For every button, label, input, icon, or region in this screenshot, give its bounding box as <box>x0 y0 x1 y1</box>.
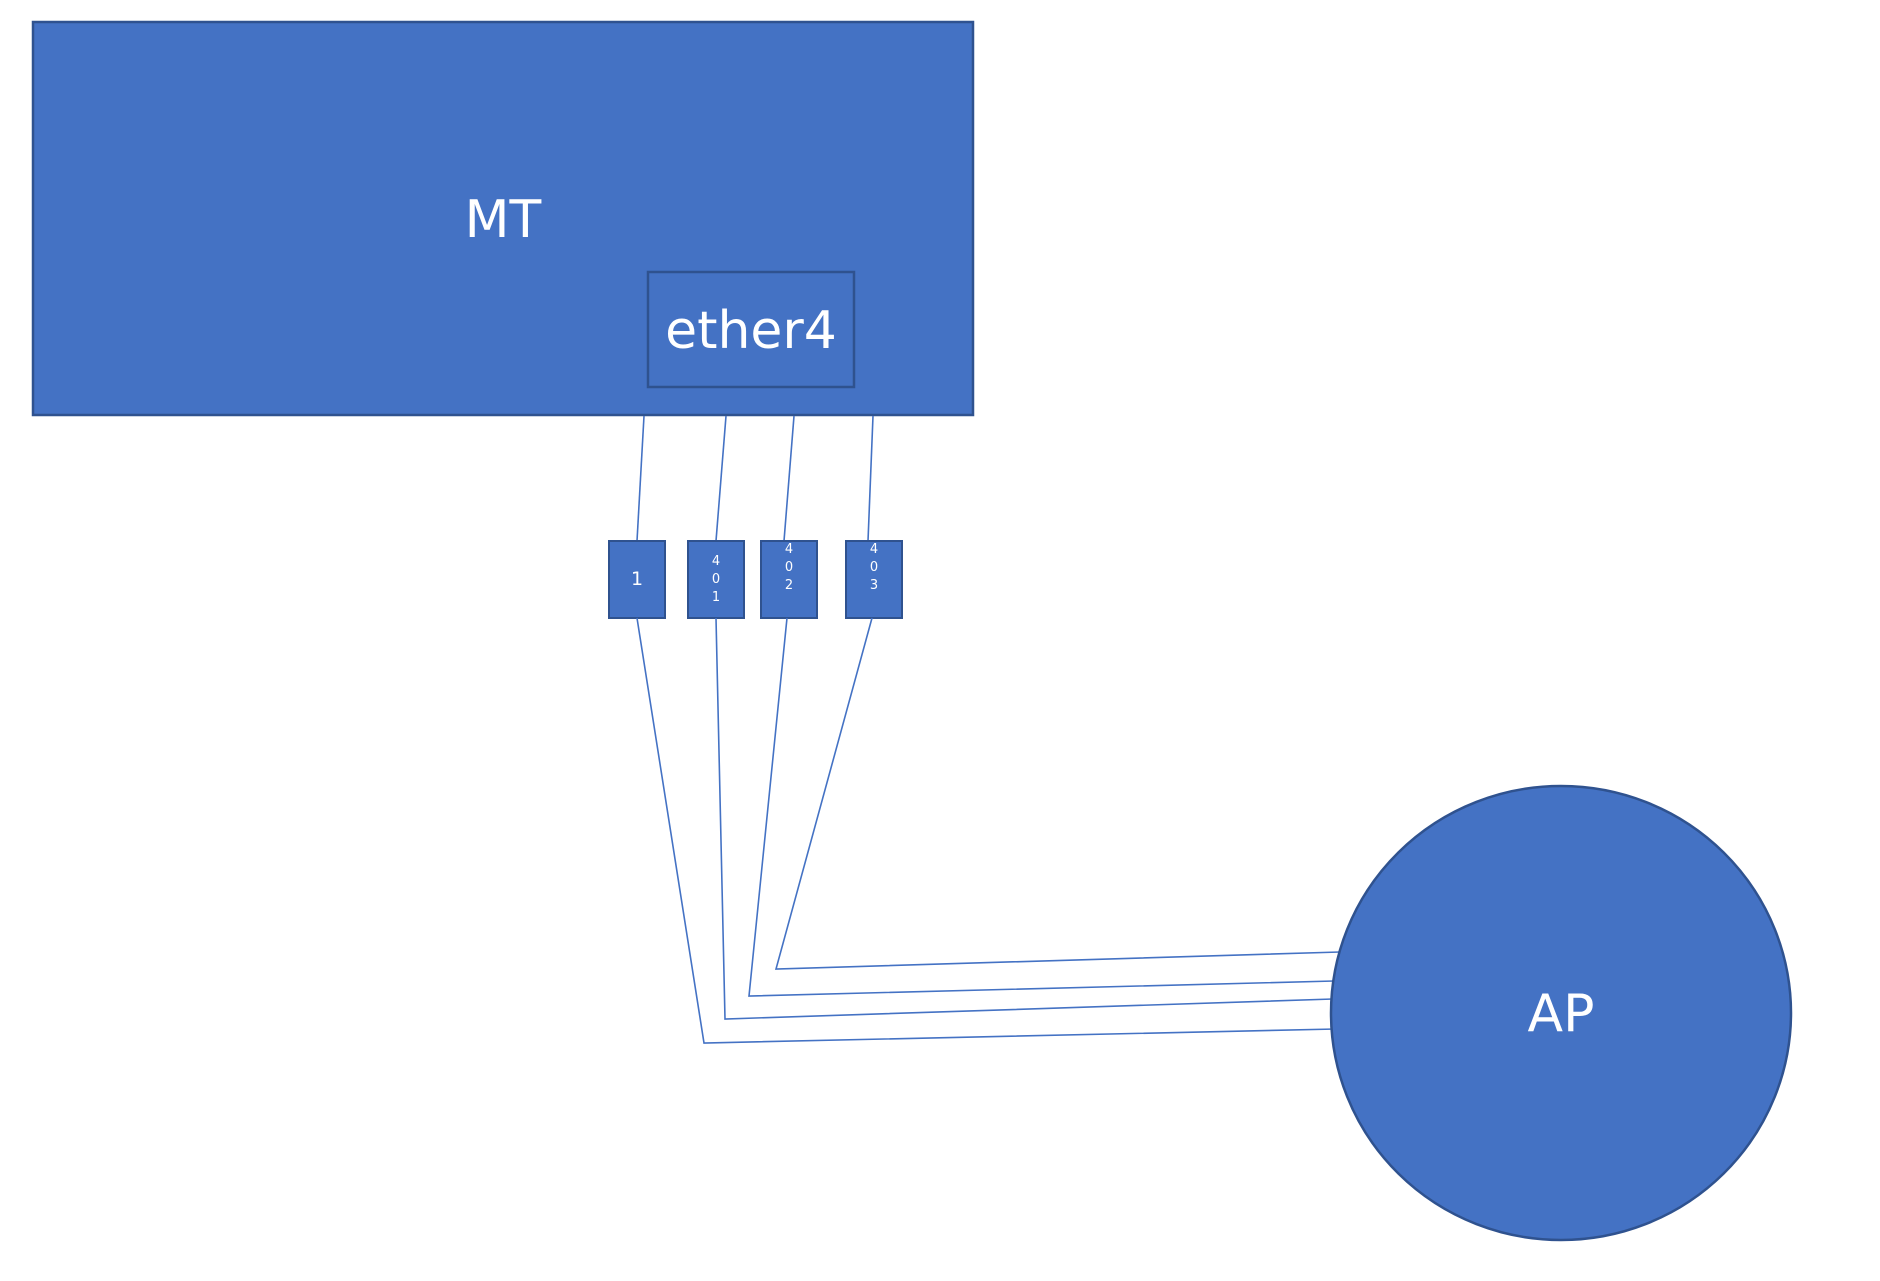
vlan-box-402-rect <box>760 540 818 619</box>
vlan-box-402-digit-1: 4 <box>785 542 793 557</box>
vlan-boxes: 1 4 0 1 4 0 2 4 0 3 <box>608 540 903 619</box>
vlan-box-403-rect <box>845 540 903 619</box>
vlan-box-402: 4 0 2 <box>760 540 818 619</box>
router-node: MT ether4 <box>31 20 975 417</box>
vlan-box-403-digit-3: 3 <box>870 578 878 593</box>
vlan-box-402-digit-2: 0 <box>785 560 793 575</box>
vlan-box-403-digit-2: 0 <box>870 560 878 575</box>
vlan-box-402-digit-3: 2 <box>785 578 793 593</box>
ap-link-vlan-402 <box>748 617 1335 997</box>
router-link-vlan-403 <box>867 415 874 542</box>
ap-link-vlan-1 <box>636 617 1337 1044</box>
vlan-box-403: 4 0 3 <box>845 540 903 619</box>
vlan-box-401-digit-1: 4 <box>712 554 720 569</box>
port-label: ether4 <box>665 301 837 361</box>
vlan-box-401-digit-3: 1 <box>712 590 720 605</box>
ap-links <box>636 617 1341 1044</box>
vlan-box-1: 1 <box>608 540 666 619</box>
vlan-box-401: 4 0 1 <box>687 540 745 619</box>
router-label: MT <box>465 190 542 250</box>
vlan-box-403-digit-1: 4 <box>870 542 878 557</box>
router-link-vlan-402 <box>783 415 795 542</box>
router-links <box>636 415 874 542</box>
router-link-vlan-1 <box>636 415 645 542</box>
access-point-node: AP <box>1329 784 1793 1242</box>
vlan-box-401-rect <box>687 540 745 619</box>
access-point-label: AP <box>1528 984 1595 1044</box>
access-point-circle <box>1329 784 1793 1242</box>
vlan-box-401-digit-2: 0 <box>712 572 720 587</box>
ap-link-vlan-403 <box>774 617 1341 970</box>
router-link-vlan-401 <box>715 415 727 542</box>
vlan-box-1-label: 1 <box>631 568 643 590</box>
ap-link-vlan-401 <box>715 617 1334 1020</box>
port-box <box>646 270 856 389</box>
